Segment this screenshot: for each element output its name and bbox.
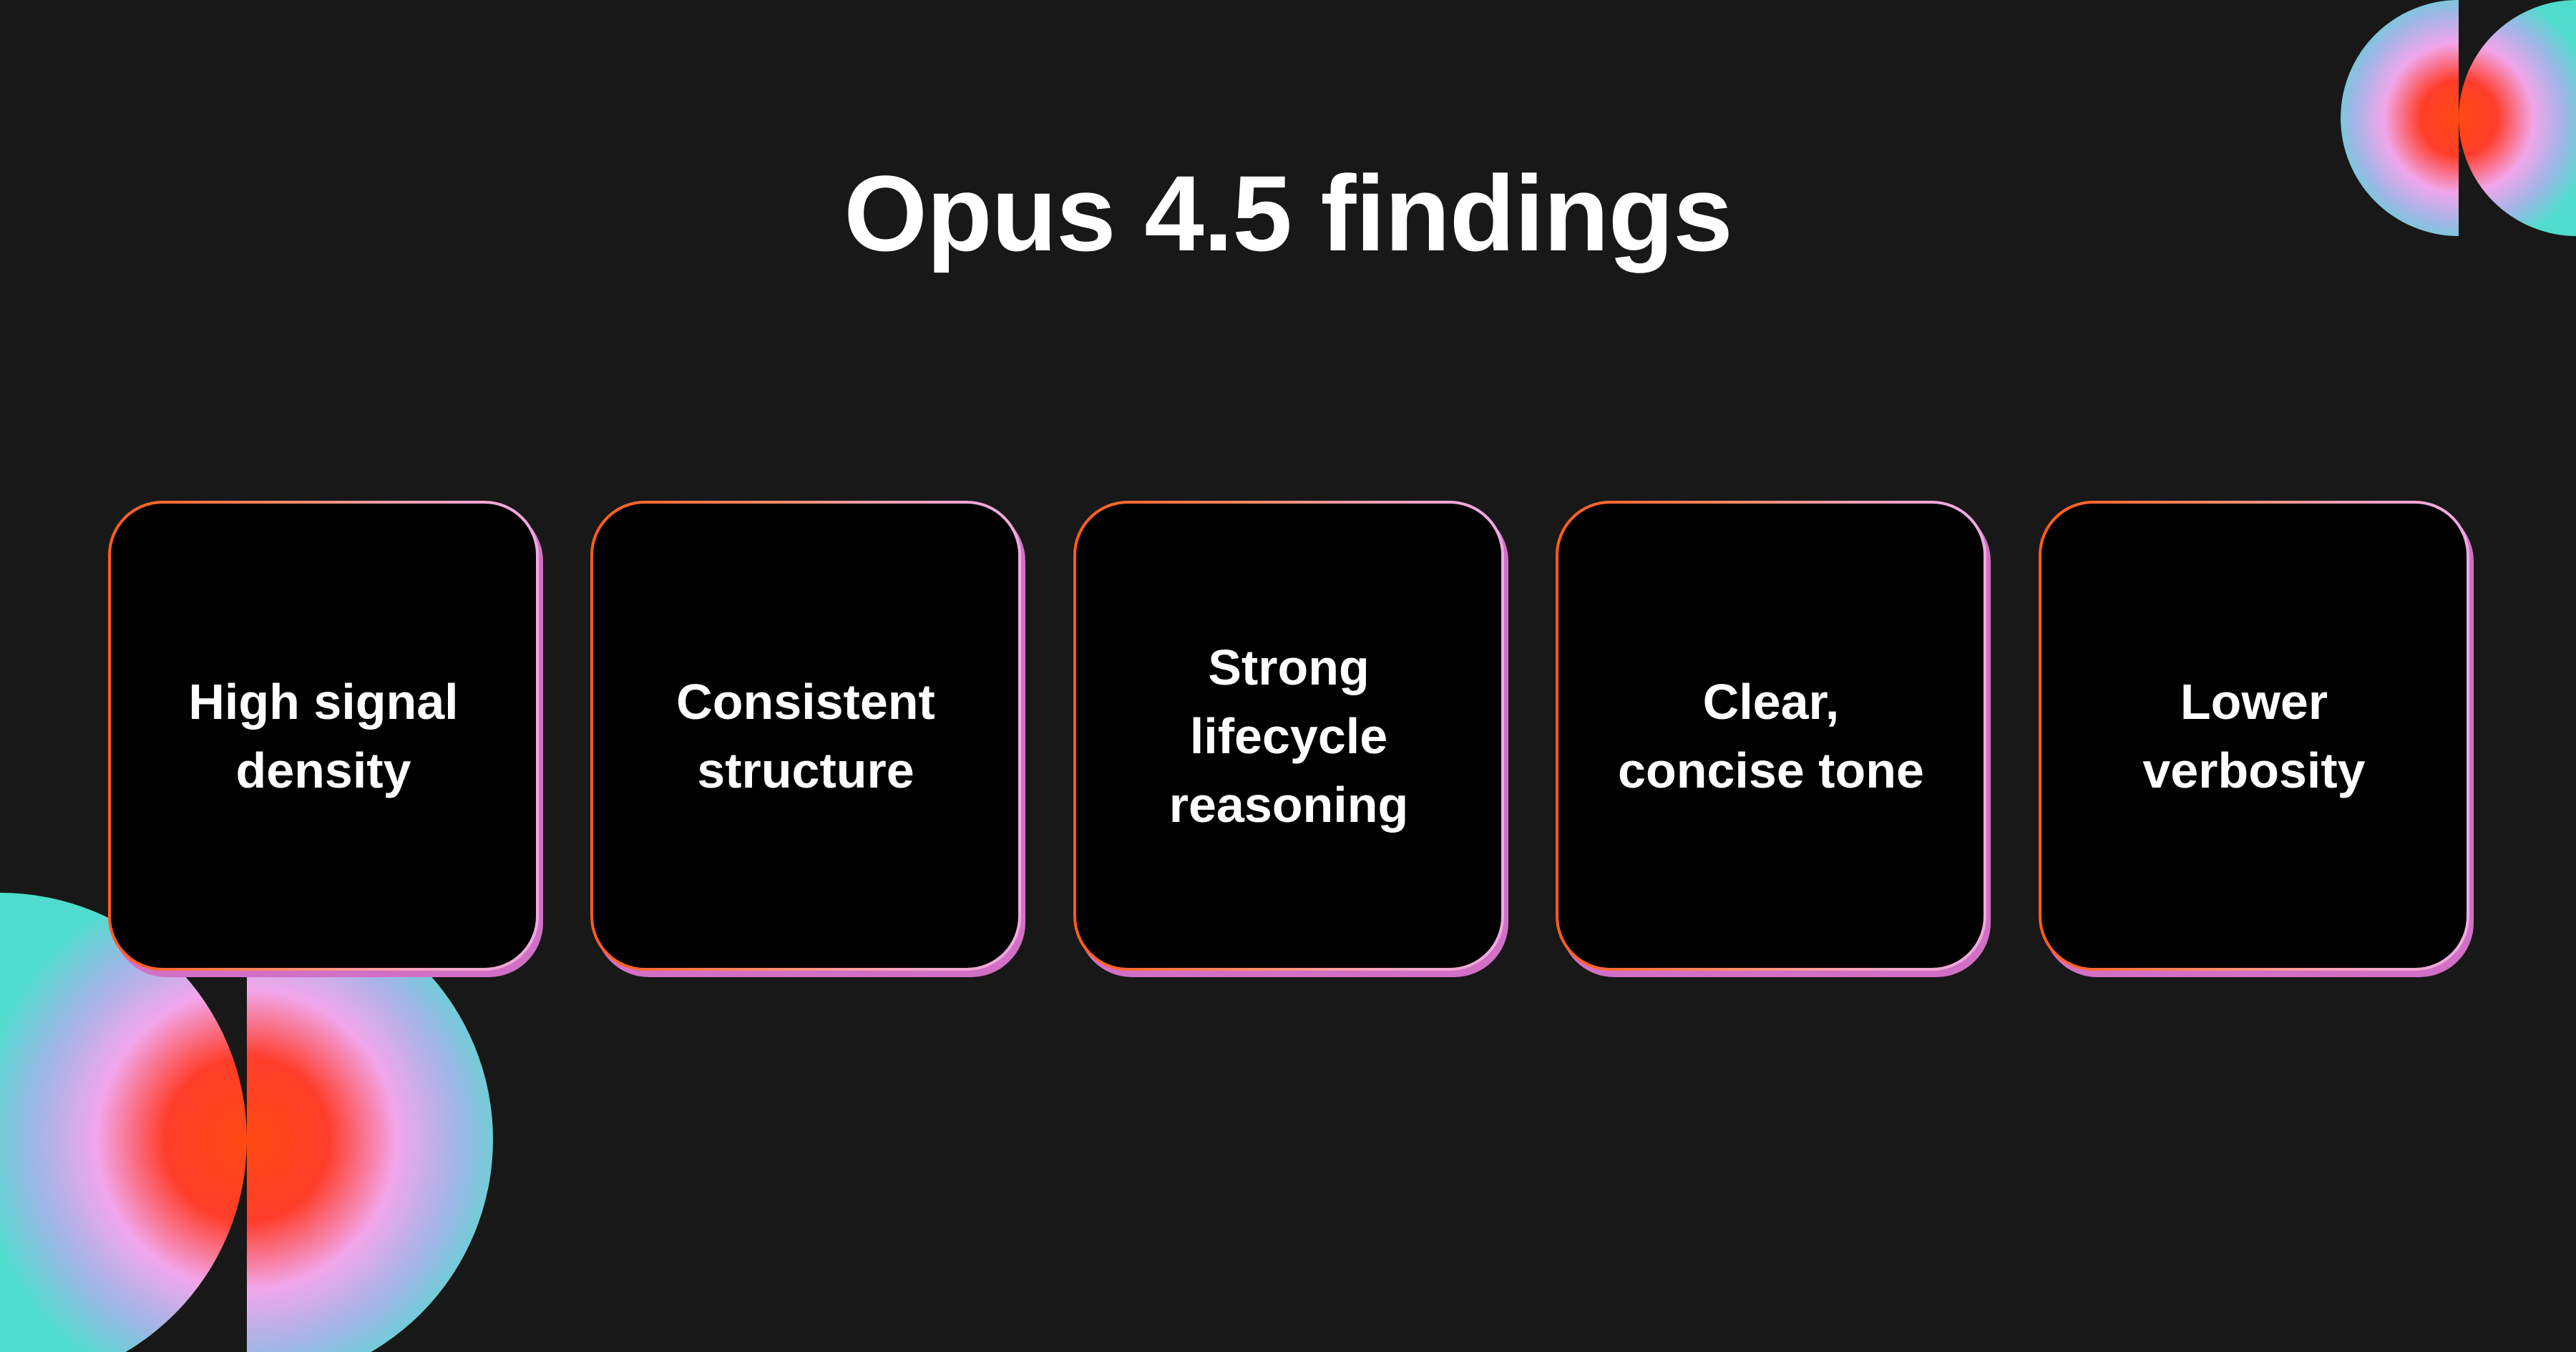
card-label: Consistent structure: [676, 673, 935, 798]
card-label: Lower verbosity: [2142, 673, 2366, 798]
card-body: Strong lifecycle reasoning: [1076, 504, 1501, 968]
finding-card: Clear, concise tone: [1556, 501, 1991, 977]
card-body: Lower verbosity: [2041, 504, 2467, 968]
card-body: High signal density: [111, 504, 536, 968]
finding-card: High signal density: [108, 501, 543, 977]
card-body: Consistent structure: [593, 504, 1018, 968]
finding-card: Consistent structure: [590, 501, 1025, 977]
finding-card: Lower verbosity: [2039, 501, 2474, 977]
card-label: Clear, concise tone: [1618, 673, 1924, 798]
finding-card: Strong lifecycle reasoning: [1073, 501, 1508, 977]
card-label: High signal density: [188, 673, 459, 798]
page-title: Opus 4.5 findings: [844, 153, 1732, 273]
card-body: Clear, concise tone: [1558, 504, 1984, 968]
card-label: Strong lifecycle reasoning: [1169, 639, 1409, 833]
